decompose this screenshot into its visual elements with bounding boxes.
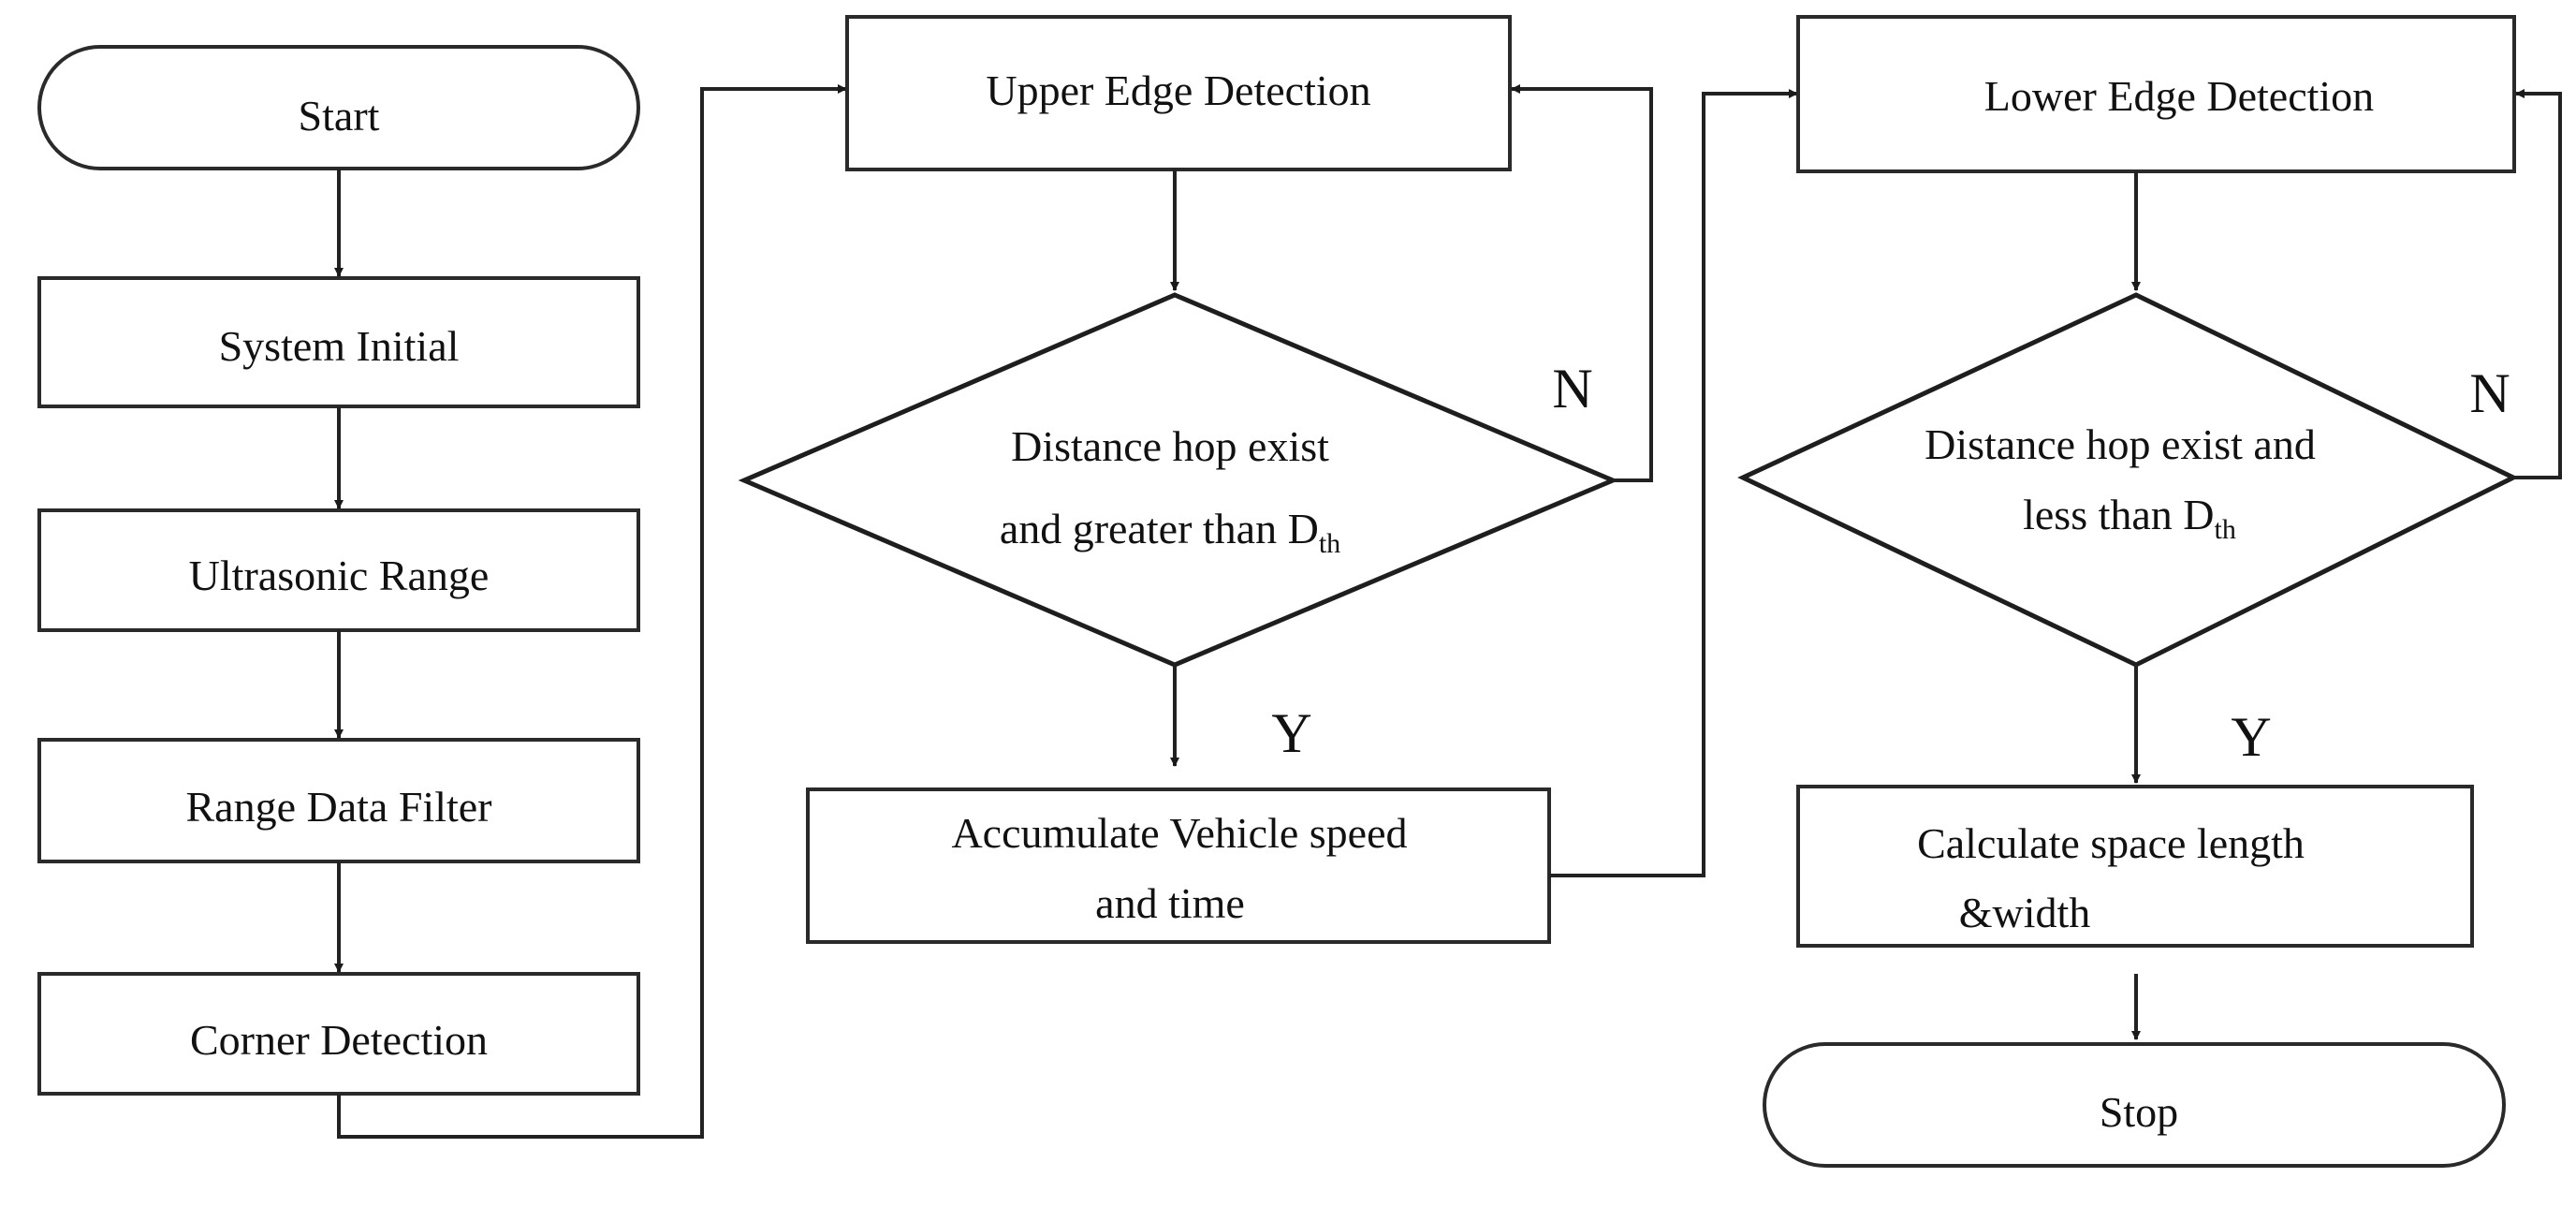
lower-decision-line1: Distance hop exist and <box>1925 420 2316 468</box>
upper-decision-line2-text: and greater than D <box>1000 505 1319 552</box>
range-data-filter-label: Range Data Filter <box>185 783 491 831</box>
accumulate-line2: and time <box>1095 879 1245 927</box>
stop-label: Stop <box>2100 1088 2178 1136</box>
loop-upper-no <box>1511 84 1653 482</box>
connector-accumulate-to-lower-edge <box>1549 89 1798 877</box>
lower-edge-detection-label: Lower Edge Detection <box>1984 72 2374 120</box>
calculate-box: Calculate space length &width <box>1796 785 2474 948</box>
system-initial-label: System Initial <box>219 322 460 370</box>
connector-corner-to-upper-edge <box>337 84 847 1139</box>
ultrasonic-range-label: Ultrasonic Range <box>189 552 490 599</box>
accumulate-line1: Accumulate Vehicle speed <box>951 809 1407 857</box>
corner-detection-box: Corner Detection <box>37 972 640 1096</box>
start-label: Start <box>299 92 380 140</box>
accumulate-box: Accumulate Vehicle speed and time <box>806 787 1551 944</box>
lower-no-label: N <box>2469 362 2510 424</box>
ultrasonic-range-box: Ultrasonic Range <box>37 508 640 632</box>
lower-decision-subscript: th <box>2215 514 2236 545</box>
upper-no-label: N <box>1552 358 1592 420</box>
system-initial-box: System Initial <box>37 276 640 408</box>
corner-detection-label: Corner Detection <box>190 1016 488 1064</box>
calculate-line1: Calculate space length <box>1917 819 2305 867</box>
upper-decision-line2: and greater than Dth <box>1000 505 1340 559</box>
lower-decision-diamond: Distance hop exist and less than Dth <box>1737 292 2519 668</box>
upper-decision-diamond: Distance hop exist and greater than Dth <box>738 292 1619 668</box>
stop-terminal: Stop <box>1763 1042 2506 1168</box>
lower-decision-line2: less than Dth <box>2023 491 2236 545</box>
lower-yes-label: Y <box>2231 706 2271 768</box>
upper-decision-subscript: th <box>1319 528 1340 559</box>
lower-edge-detection-frame <box>1796 15 2516 173</box>
lower-decision-line2-text: less than D <box>2023 491 2214 538</box>
upper-edge-detection-label: Upper Edge Detection <box>986 66 1370 114</box>
upper-yes-label: Y <box>1271 702 1311 764</box>
range-data-filter-box: Range Data Filter <box>37 738 640 863</box>
calculate-line2: &width <box>1959 889 2091 936</box>
upper-decision-line1: Distance hop exist <box>1011 422 1329 470</box>
loop-lower-no <box>2513 89 2562 479</box>
upper-edge-detection-box: Upper Edge Detection <box>845 15 1512 171</box>
start-terminal: Start <box>37 45 640 170</box>
